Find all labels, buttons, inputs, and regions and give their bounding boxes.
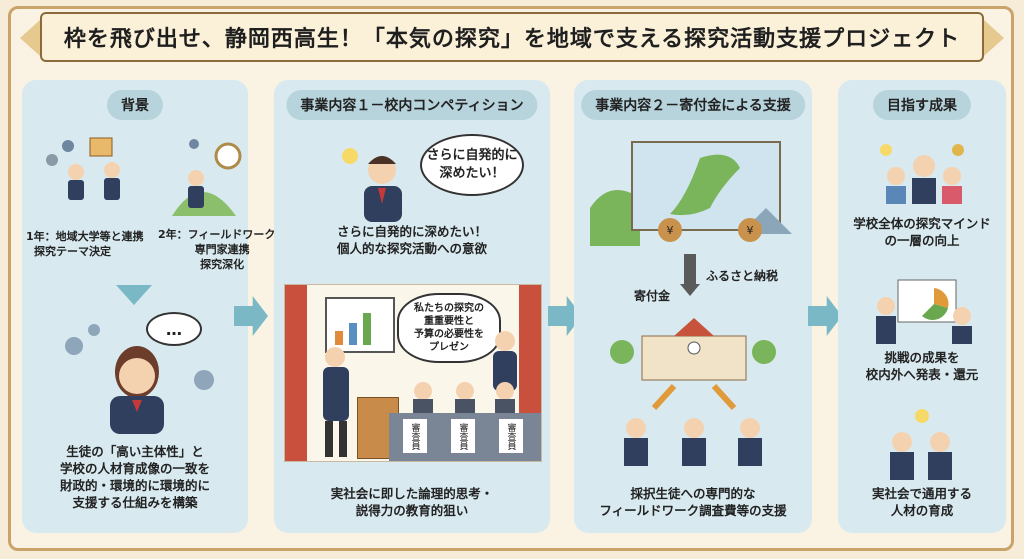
panel-outcomes: 目指す成果 学校全体の探究マインド の一層の向上 挑戦の成果を 校内外へ発表・還…	[838, 80, 1006, 533]
donation-label: 寄付金	[634, 289, 671, 303]
down-arrow-shaft	[684, 254, 696, 288]
motivation-bubble: さらに自発的に 深めたい！	[420, 134, 524, 196]
project2-summary: 採択生徒への専門的な フィールドワーク調査費等の支援	[599, 486, 787, 518]
japan-map-illustration: ¥ ¥	[590, 141, 792, 246]
outcome3-text: 実社会で通用する 人材の育成	[871, 486, 972, 518]
presentation-scene: 私たちの探究の 重重要性と 予算の必要性を プレゼン 審査員	[284, 284, 542, 462]
panel-background: 背景 1年：地域大学等と連携 探究テーマ決定 2年：フィールドワーク・ 専門家連…	[22, 80, 286, 533]
compass-icon	[214, 142, 242, 170]
student-motivated-illustration	[342, 148, 402, 222]
year1-text: 1年：地域大学等と連携 探究テーマ決定	[26, 230, 144, 258]
school-support-illustration	[610, 318, 776, 466]
curtain-left	[285, 285, 307, 461]
panel-heading-outcomes: 目指す成果	[873, 90, 971, 120]
svg-text:¥: ¥	[747, 224, 754, 237]
judges	[413, 382, 515, 415]
gear-icon	[46, 154, 58, 166]
gear-icon	[194, 370, 214, 390]
presentation-bubble: 私たちの探究の 重重要性と 予算の必要性を プレゼン	[397, 293, 501, 363]
panel-heading-project1: 事業内容１－校内コンペティション	[286, 90, 538, 120]
background-summary: 生徒の「高い主体性」と 学校の人材育成像の一致を 財政的・環境的に環境的に 支援…	[59, 444, 210, 510]
page-title: 枠を飛び出せ、静岡西高生！「本気の探究」を地域で支える探究活動支援プロジェクト	[63, 27, 961, 52]
panel-heading-project2: 事業内容２－寄付金による支援	[581, 90, 805, 120]
judge-label: 審査員	[451, 419, 475, 453]
outcome2-illustration	[876, 279, 972, 344]
gear-icon	[88, 324, 100, 336]
down-arrow	[116, 285, 152, 305]
outcome1-illustration	[880, 144, 964, 204]
title-banner: 枠を飛び出せ、静岡西高生！「本気の探究」を地域で支える探究活動支援プロジェクト	[40, 12, 984, 62]
year1-illustration	[46, 137, 120, 200]
gear-icon	[65, 337, 83, 355]
project1-summary: 実社会に即した論理的思考・ 説得力の教育的狙い	[330, 486, 494, 518]
project1-motive-text: さらに自発的に深めたい！ 個人的な探究活動への意欲	[336, 224, 487, 256]
judges-table: 審査員 審査員 審査員	[389, 413, 541, 461]
svg-text:¥: ¥	[667, 224, 674, 237]
judge-label: 審査員	[499, 419, 523, 453]
bar-chart-board	[325, 297, 395, 353]
student-illustration	[65, 324, 214, 434]
panel-project1: 事業内容１－校内コンペティション さらに自発的に 深めたい！ さらに自発的に深め…	[274, 80, 550, 533]
money-bag-icon	[658, 218, 682, 242]
outcome1-text: 学校全体の探究マインド の一層の向上	[853, 216, 991, 248]
lightbulb-icon	[915, 409, 929, 423]
furusato-label: ふるさと納税	[706, 269, 779, 283]
judge-label: 審査員	[403, 419, 427, 453]
outcome2-text: 挑戦の成果を 校内外へ発表・還元	[865, 350, 979, 382]
lightbulb-icon	[342, 148, 358, 164]
thought-bubble: …	[146, 312, 202, 346]
down-arrow-head	[680, 284, 700, 296]
gear-icon	[62, 140, 74, 152]
year2-text: 2年：フィールドワーク・ 専門家連携 探究深化	[158, 228, 287, 271]
panel-heading-background: 背景	[107, 90, 163, 120]
gear-icon	[952, 144, 964, 156]
lightbulb-icon	[880, 144, 892, 156]
outcome3-illustration	[890, 409, 952, 480]
panel-project2: 事業内容２－寄付金による支援 ¥ ¥ 寄付金 ふるさと納税 採択生徒への専門的な…	[574, 80, 812, 533]
presenter-student	[323, 347, 349, 457]
gear-icon	[189, 139, 199, 149]
assistant-student	[493, 331, 517, 391]
year2-illustration	[172, 139, 242, 216]
money-bag-icon	[738, 218, 762, 242]
